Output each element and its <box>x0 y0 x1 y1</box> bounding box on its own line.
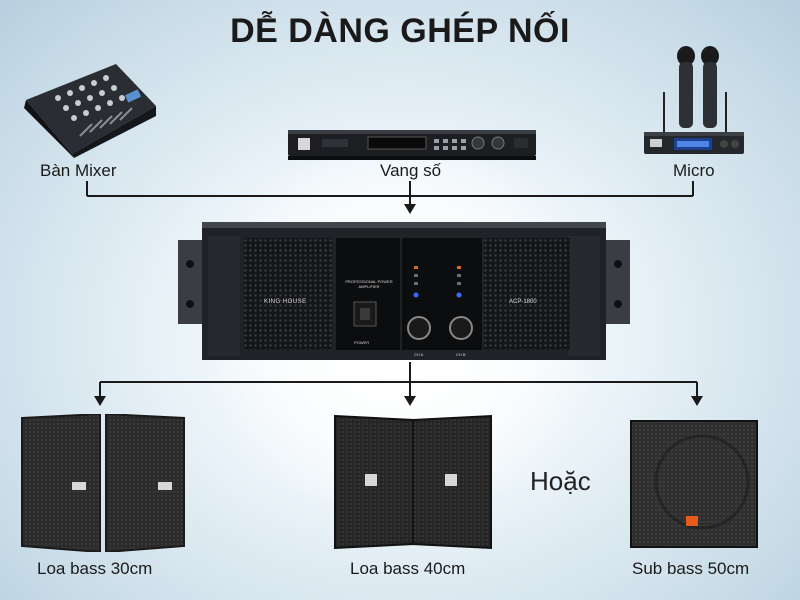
digital-effect-icon <box>288 126 536 162</box>
mixer-icon <box>18 58 160 158</box>
amplifier-body <box>178 218 630 362</box>
input-label-vang-so: Vang số <box>380 161 441 181</box>
wireless-mic-icon <box>640 44 750 156</box>
amplifier-brand: KING HOUSE <box>264 299 307 305</box>
output-label-30cm: Loa bass 30cm <box>37 559 152 579</box>
output-label-50cm: Sub bass 50cm <box>632 559 749 579</box>
power-label: POWER <box>354 340 369 345</box>
power-amplifier: KING HOUSE ACP-1800 PROFESSIONAL POWER A… <box>178 218 630 362</box>
input-label-mixer: Bàn Mixer <box>40 161 117 181</box>
amplifier-panel-text: PROFESSIONAL POWER AMPLIFIER <box>338 279 400 289</box>
subwoofer-icon <box>630 420 758 548</box>
separator-text: Hoặc <box>530 466 591 497</box>
speaker-pair-icon <box>333 414 493 550</box>
speaker-pair-icon <box>20 414 186 552</box>
output-label-40cm: Loa bass 40cm <box>350 559 465 579</box>
channel-a-label: CH A <box>414 352 423 357</box>
channel-b-label: CH B <box>456 352 466 357</box>
input-label-micro: Micro <box>673 161 715 181</box>
amplifier-model: ACP-1800 <box>509 299 537 305</box>
